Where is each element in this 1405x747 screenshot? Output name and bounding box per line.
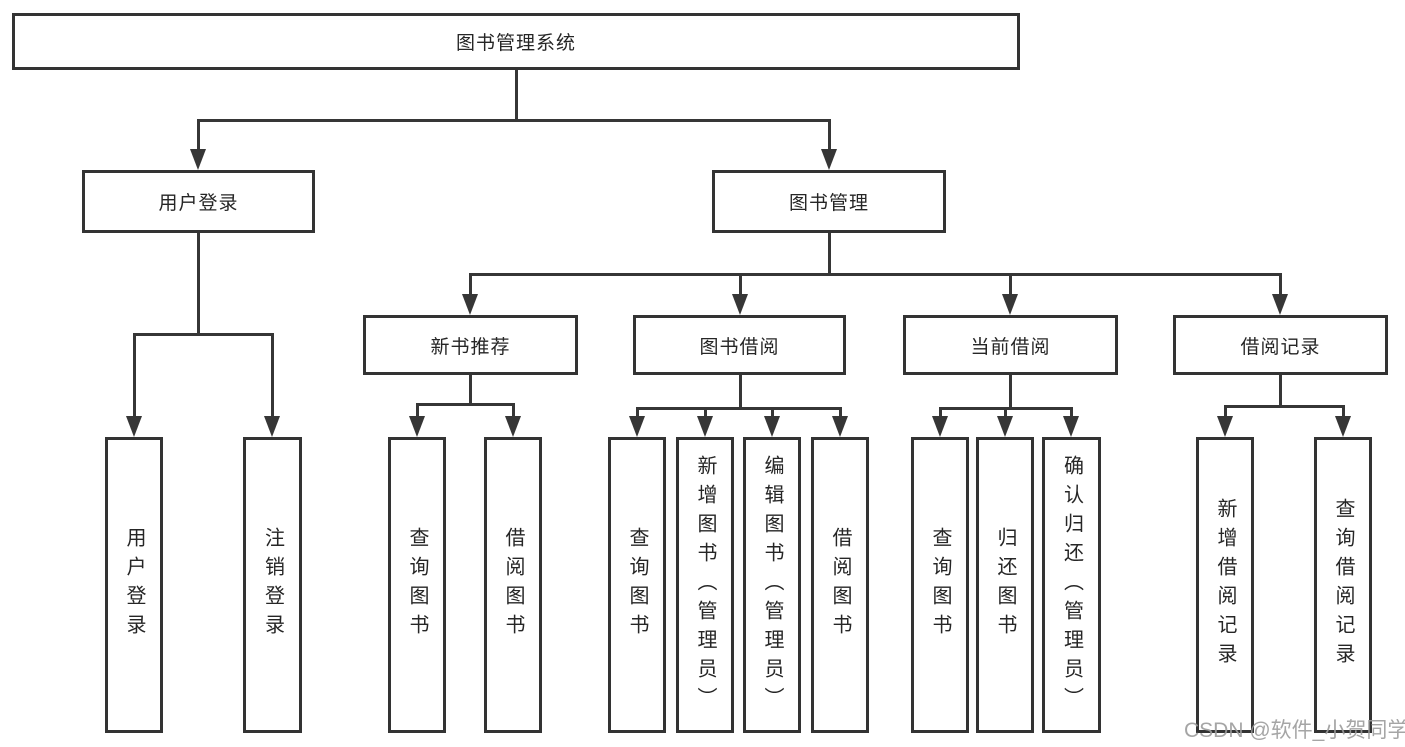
connector-vline — [636, 407, 639, 421]
arrow-down-icon — [1335, 416, 1351, 437]
connector-vline — [197, 119, 200, 153]
arrow-down-icon — [126, 416, 142, 437]
arrow-down-icon — [264, 416, 280, 437]
leaf-add-borrow-record-label: 新增借阅记录 — [1214, 498, 1236, 672]
connector-vline — [469, 375, 472, 405]
arrow-down-icon — [505, 416, 521, 437]
leaf-logout-label: 注销登录 — [261, 527, 284, 643]
leaf-edit-book-admin: 编辑图书（管理员） — [743, 437, 801, 733]
connector-vline — [1224, 405, 1227, 421]
leaf-return-book-label: 归还图书 — [994, 527, 1016, 643]
connector-hline — [416, 403, 515, 406]
connector-vline — [739, 273, 742, 298]
node-borrow-records: 借阅记录 — [1173, 315, 1388, 375]
arrow-down-icon — [697, 416, 713, 437]
connector-hline — [1224, 405, 1345, 408]
connector-hline — [197, 119, 831, 122]
leaf-borrow-books-recommend: 借阅图书 — [484, 437, 542, 733]
connector-vline — [1009, 273, 1012, 298]
leaf-confirm-return-admin-label: 确认归还（管理员） — [1060, 454, 1083, 716]
leaf-borrow-books-recommend-label: 借阅图书 — [502, 527, 524, 643]
node-user-login-label: 用户登录 — [158, 193, 239, 214]
arrow-down-icon — [821, 149, 837, 170]
arrow-down-icon — [764, 416, 780, 437]
leaf-user-login-label: 用户登录 — [123, 527, 145, 643]
connector-hline — [636, 407, 842, 410]
leaf-borrow-books-label: 借阅图书 — [829, 527, 851, 643]
leaf-confirm-return-admin: 确认归还（管理员） — [1042, 437, 1101, 733]
arrow-down-icon — [1063, 416, 1079, 437]
connector-hline — [133, 333, 274, 336]
connector-vline — [133, 333, 136, 421]
connector-vline — [1009, 375, 1012, 409]
csdn-watermark: CSDN @软件_小贺同学 — [1184, 719, 1405, 742]
leaf-add-borrow-record: 新增借阅记录 — [1196, 437, 1254, 733]
connector-vline — [416, 403, 419, 421]
leaf-user-login: 用户登录 — [105, 437, 163, 733]
node-root-label: 图书管理系统 — [455, 33, 576, 54]
arrow-down-icon — [997, 416, 1013, 437]
node-current-borrow-label: 当前借阅 — [970, 336, 1051, 358]
arrow-down-icon — [1272, 294, 1288, 315]
node-book-management-label: 图书管理 — [788, 193, 869, 214]
node-current-borrow: 当前借阅 — [903, 315, 1118, 375]
node-book-borrow-label: 图书借阅 — [699, 336, 780, 358]
leaf-query-books-current-label: 查询图书 — [929, 527, 951, 643]
connector-vline — [1279, 273, 1282, 298]
node-new-book-recommend-label: 新书推荐 — [430, 336, 511, 358]
connector-vline — [1342, 405, 1345, 421]
leaf-query-books-recommend: 查询图书 — [388, 437, 446, 733]
connector-vline — [1070, 407, 1073, 421]
connector-vline — [828, 233, 831, 275]
node-book-management: 图书管理 — [712, 170, 946, 233]
node-book-borrow: 图书借阅 — [633, 315, 846, 375]
leaf-query-borrow-record-label: 查询借阅记录 — [1332, 498, 1354, 672]
connector-vline — [271, 333, 274, 421]
leaf-logout: 注销登录 — [243, 437, 302, 733]
node-user-login: 用户登录 — [82, 170, 315, 233]
leaf-query-borrow-record: 查询借阅记录 — [1314, 437, 1372, 733]
connector-hline — [939, 407, 1073, 410]
leaf-edit-book-admin-label: 编辑图书（管理员） — [761, 454, 783, 716]
leaf-add-book-admin-label: 新增图书（管理员） — [694, 454, 716, 716]
node-root: 图书管理系统 — [12, 13, 1020, 70]
connector-vline — [512, 403, 515, 421]
connector-hline — [469, 273, 1282, 276]
connector-vline — [828, 119, 831, 153]
arrow-down-icon — [1002, 294, 1018, 315]
leaf-query-books-borrow-label: 查询图书 — [626, 527, 648, 643]
leaf-return-book: 归还图书 — [976, 437, 1034, 733]
connector-vline — [1004, 407, 1007, 421]
connector-vline — [469, 273, 472, 298]
leaf-query-books-recommend-label: 查询图书 — [406, 527, 428, 643]
arrow-down-icon — [932, 416, 948, 437]
node-new-book-recommend: 新书推荐 — [363, 315, 578, 375]
connector-vline — [197, 233, 200, 335]
arrow-down-icon — [1217, 416, 1233, 437]
connector-vline — [515, 69, 518, 121]
arrow-down-icon — [629, 416, 645, 437]
arrow-down-icon — [832, 416, 848, 437]
node-borrow-records-label: 借阅记录 — [1240, 336, 1321, 358]
arrow-down-icon — [190, 149, 206, 170]
arrow-down-icon — [732, 294, 748, 315]
arrow-down-icon — [462, 294, 478, 315]
leaf-query-books-borrow: 查询图书 — [608, 437, 666, 733]
connector-vline — [739, 375, 742, 409]
leaf-borrow-books: 借阅图书 — [811, 437, 869, 733]
connector-vline — [704, 407, 707, 421]
connector-vline — [839, 407, 842, 421]
leaf-add-book-admin: 新增图书（管理员） — [676, 437, 734, 733]
connector-vline — [1279, 375, 1282, 407]
leaf-query-books-current: 查询图书 — [911, 437, 969, 733]
connector-vline — [939, 407, 942, 421]
connector-vline — [771, 407, 774, 421]
arrow-down-icon — [409, 416, 425, 437]
